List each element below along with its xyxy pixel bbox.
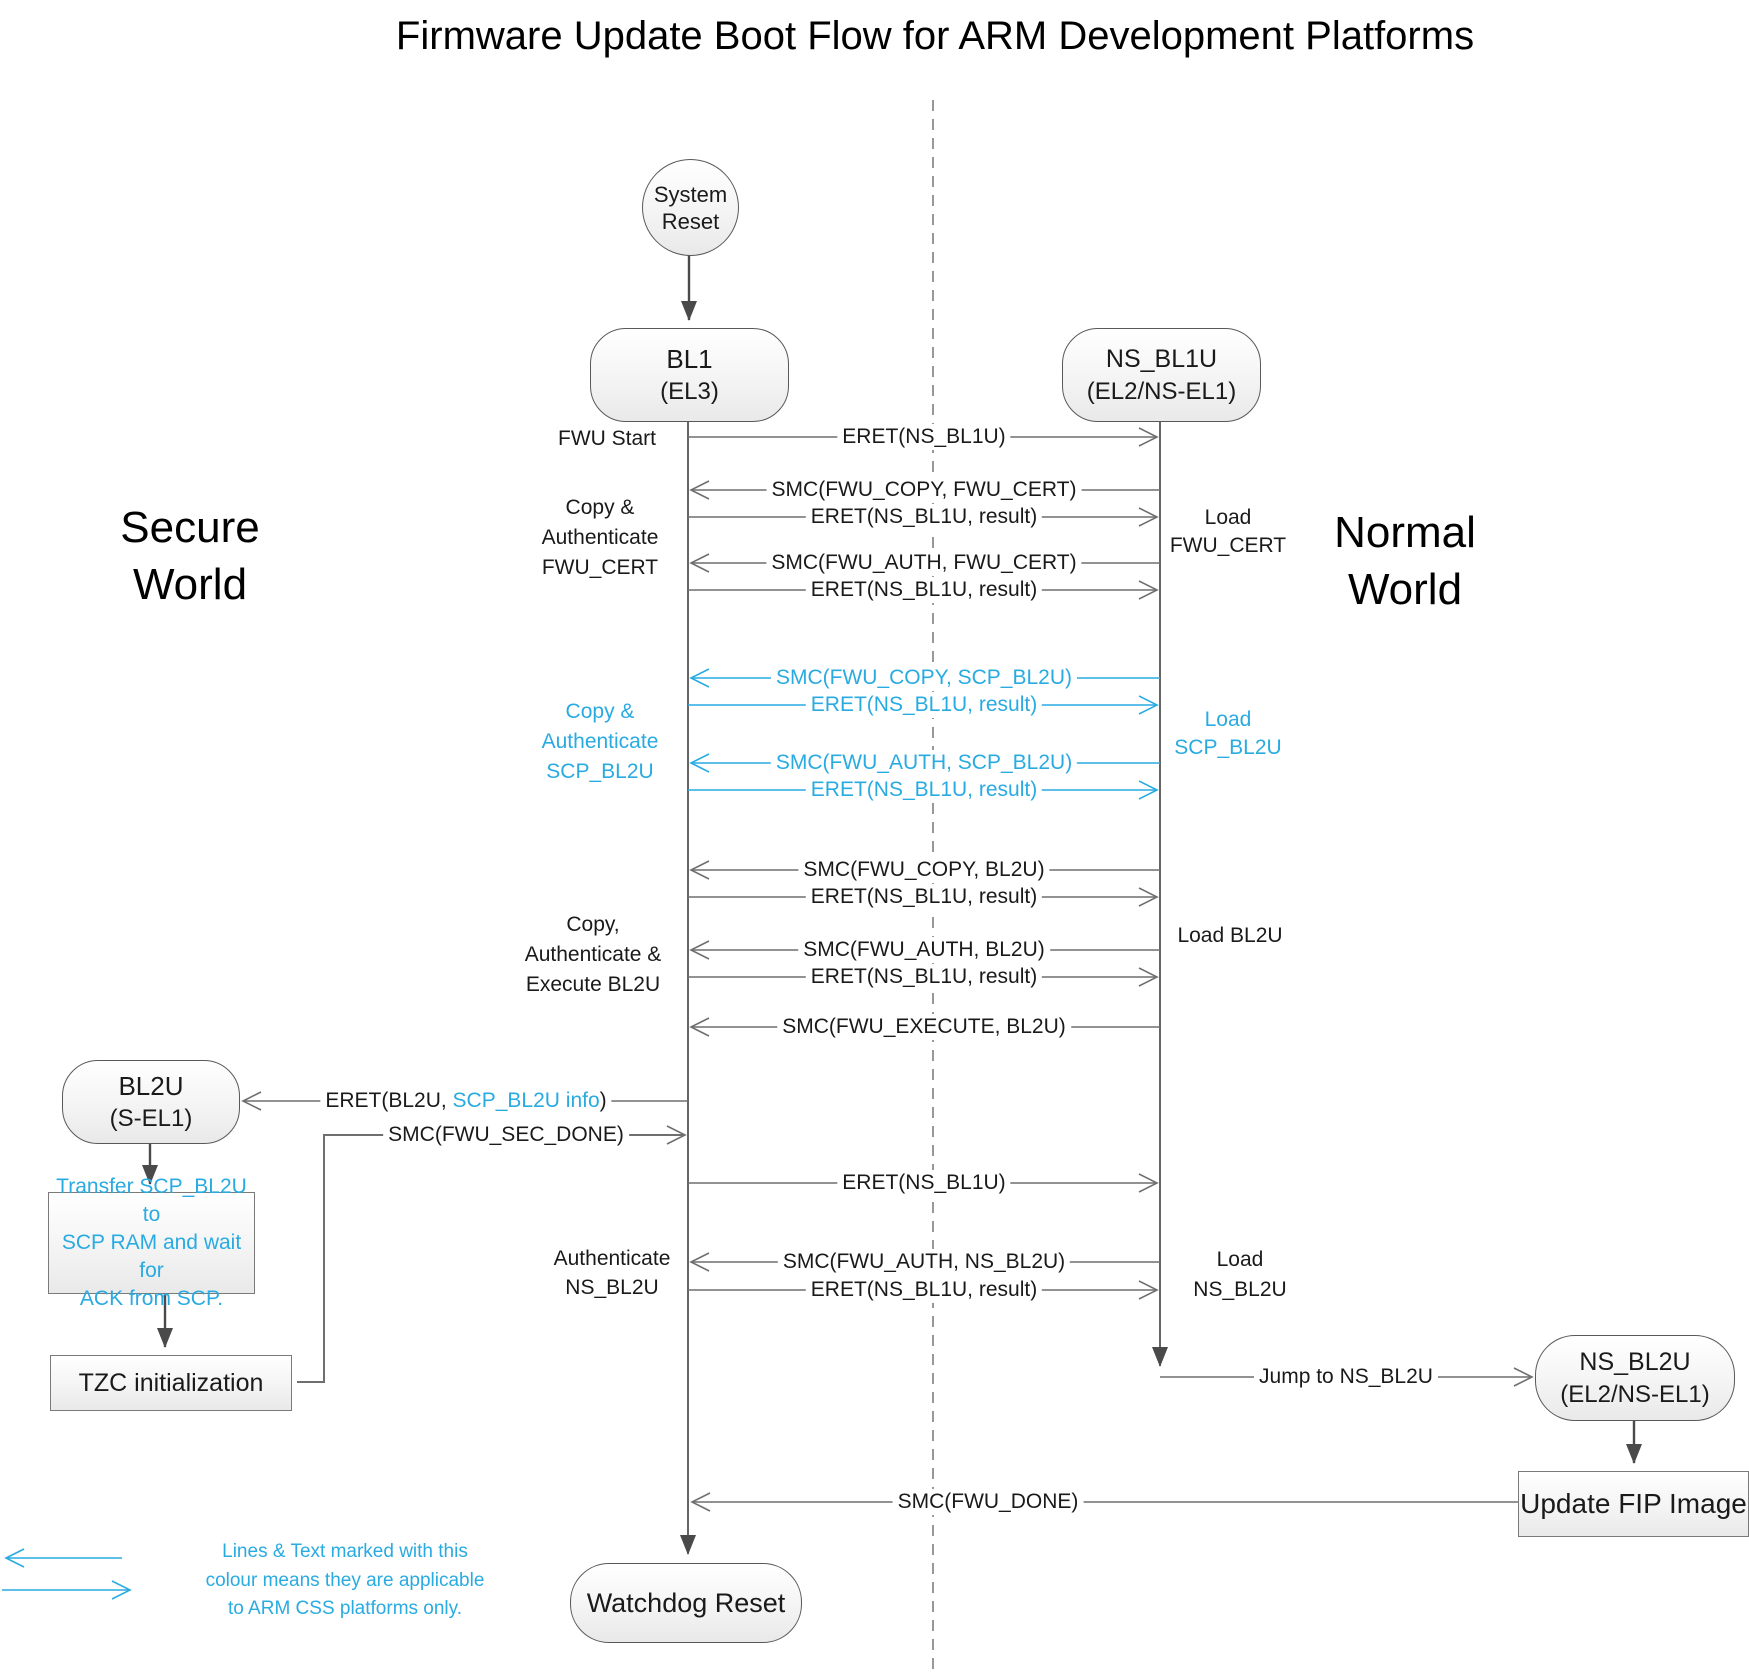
load-bl2u-label: Load BL2U bbox=[1177, 924, 1283, 947]
ns-bl1u-node: NS_BL1U (EL2/NS-EL1) bbox=[1062, 328, 1261, 422]
page-title: Firmware Update Boot Flow for ARM Develo… bbox=[395, 14, 1475, 58]
transfer-scp-bl2u-box: Transfer SCP_BL2U to SCP RAM and wait fo… bbox=[48, 1175, 255, 1310]
msg-eret-result-5: ERET(NS_BL1U, result) bbox=[805, 884, 1043, 910]
load-ns-bl2u-label: Load NS_BL2U bbox=[1193, 1248, 1287, 1301]
update-fip-image-box: Update FIP Image bbox=[1518, 1471, 1749, 1537]
copy-auth-scp-bl2u-label: Copy & Authenticate SCP_BL2U bbox=[541, 700, 659, 783]
msg-smc-fwu-sec-done: SMC(FWU_SEC_DONE) bbox=[383, 1122, 629, 1148]
msg-eret-result-2: ERET(NS_BL1U, result) bbox=[805, 577, 1043, 603]
msg-smc-fwu-copy-scp-bl2u: SMC(FWU_COPY, SCP_BL2U) bbox=[770, 665, 1078, 691]
msg-eret-result-7: ERET(NS_BL1U, result) bbox=[805, 1277, 1043, 1303]
copy-auth-exec-bl2u-label: Copy, Authenticate & Execute BL2U bbox=[524, 913, 662, 996]
legend-text: Lines & Text marked with this colour mea… bbox=[205, 1541, 485, 1619]
load-fwu-cert-label: Load FWU_CERT bbox=[1169, 506, 1287, 557]
msg-eret-result-6: ERET(NS_BL1U, result) bbox=[805, 964, 1043, 990]
system-reset-node: System Reset bbox=[642, 159, 739, 256]
copy-auth-fwu-cert-label: Copy & Authenticate FWU_CERT bbox=[541, 496, 659, 579]
msg-jump-to-ns-bl2u: Jump to NS_BL2U bbox=[1254, 1364, 1438, 1390]
msg-eret-result-4: ERET(NS_BL1U, result) bbox=[805, 777, 1043, 803]
tzc-initialization-box: TZC initialization bbox=[50, 1355, 292, 1411]
bl1-node: BL1 (EL3) bbox=[590, 328, 789, 422]
load-scp-bl2u-label: Load SCP_BL2U bbox=[1174, 708, 1282, 759]
msg-smc-fwu-auth-bl2u: SMC(FWU_AUTH, BL2U) bbox=[798, 937, 1050, 963]
msg-smc-fwu-copy-fwu-cert: SMC(FWU_COPY, FWU_CERT) bbox=[766, 477, 1082, 503]
msg-eret-bl2u-scp-info: ERET(BL2U, SCP_BL2U info) bbox=[320, 1088, 612, 1114]
msg-smc-fwu-auth-ns-bl2u: SMC(FWU_AUTH, NS_BL2U) bbox=[777, 1249, 1071, 1275]
msg-eret-result-1: ERET(NS_BL1U, result) bbox=[805, 504, 1043, 530]
watchdog-reset-node: Watchdog Reset bbox=[570, 1563, 802, 1643]
msg-eret-result-3: ERET(NS_BL1U, result) bbox=[805, 692, 1043, 718]
secure-world-label: Secure World bbox=[120, 503, 260, 609]
msg-smc-fwu-auth-fwu-cert: SMC(FWU_AUTH, FWU_CERT) bbox=[766, 550, 1082, 576]
ns-bl2u-node: NS_BL2U (EL2/NS-EL1) bbox=[1535, 1335, 1735, 1421]
msg-eret-ns-bl1u: ERET(NS_BL1U) bbox=[837, 424, 1011, 450]
bl2u-node: BL2U (S-EL1) bbox=[62, 1060, 240, 1144]
msg-smc-fwu-done: SMC(FWU_DONE) bbox=[892, 1489, 1084, 1515]
msg-smc-fwu-execute-bl2u: SMC(FWU_EXECUTE, BL2U) bbox=[777, 1014, 1071, 1040]
fwu-start-label: FWU Start bbox=[558, 427, 656, 450]
msg-eret-ns-bl1u-2: ERET(NS_BL1U) bbox=[837, 1170, 1011, 1196]
normal-world-label: Normal World bbox=[1334, 508, 1476, 614]
msg-smc-fwu-auth-scp-bl2u: SMC(FWU_AUTH, SCP_BL2U) bbox=[770, 750, 1078, 776]
msg-smc-fwu-copy-bl2u: SMC(FWU_COPY, BL2U) bbox=[798, 857, 1050, 883]
authenticate-ns-bl2u-label: Authenticate NS_BL2U bbox=[553, 1247, 671, 1299]
flow-arrows bbox=[142, 253, 1642, 1555]
